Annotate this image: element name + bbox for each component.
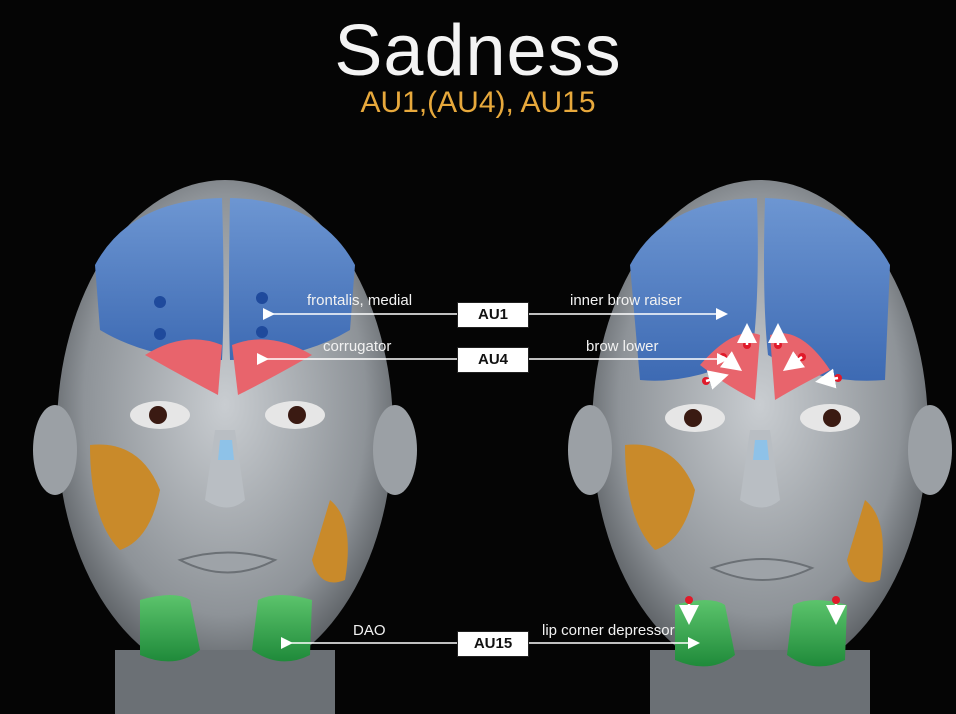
- action-label-brow-lower: brow lower: [586, 338, 659, 355]
- au-badge-au1: AU1: [457, 302, 529, 328]
- muscle-label-corrugator: corrugator: [323, 338, 391, 355]
- action-label-lip-corner-depressor: lip corner depressor: [542, 622, 675, 639]
- au-badge-au4: AU4: [457, 347, 529, 373]
- action-label-inner-brow-raiser: inner brow raiser: [570, 292, 682, 309]
- muscle-label-frontalis: frontalis, medial: [307, 292, 412, 309]
- au-badge-au15: AU15: [457, 631, 529, 657]
- muscle-label-dao: DAO: [353, 622, 386, 639]
